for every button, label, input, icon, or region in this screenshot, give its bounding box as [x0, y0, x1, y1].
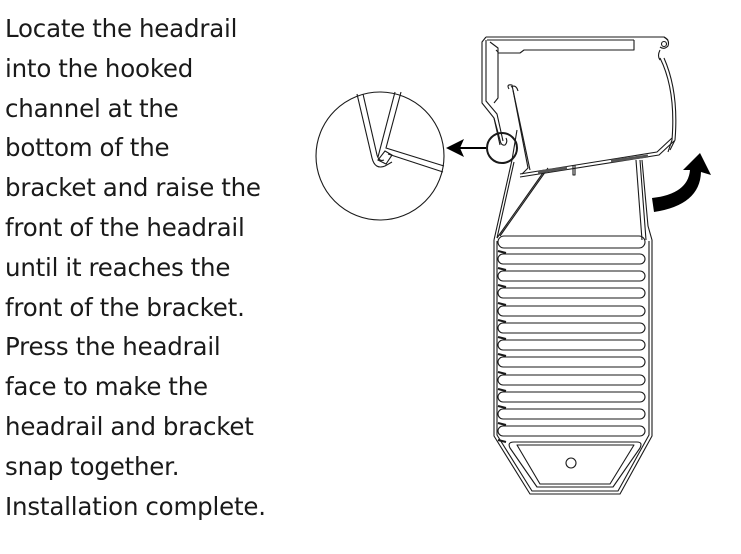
- instruction-line: Installation complete.: [5, 491, 266, 521]
- rotation-arrow-icon: [652, 153, 711, 212]
- instruction-line: into the hooked: [5, 53, 194, 83]
- instruction-line: headrail and bracket: [5, 411, 254, 441]
- instruction-line: Locate the headrail: [5, 14, 238, 43]
- instruction-line: front of the headrail: [5, 212, 245, 242]
- instruction-line: snap together.: [5, 451, 180, 481]
- mounting-hole: [565, 457, 577, 469]
- instruction-line: face to make the: [5, 372, 208, 402]
- installation-instructions: Locate the headrail into the hooked chan…: [5, 9, 305, 526]
- detail-magnified-circle: [315, 91, 445, 221]
- instruction-line: channel at the: [5, 93, 179, 123]
- detail-magnifier: [315, 91, 518, 221]
- detail-source-circle: [486, 132, 518, 164]
- instruction-line: front of the bracket.: [5, 292, 245, 322]
- bracket-slots: [497, 235, 646, 437]
- headrail: [481, 36, 677, 178]
- bracket: [493, 129, 653, 495]
- detail-pointer-arrowhead: [446, 139, 464, 157]
- instruction-line: Press the headrail: [5, 332, 221, 362]
- instruction-line: bottom of the: [5, 133, 170, 163]
- instruction-line: until it reaches the: [5, 252, 231, 282]
- instruction-line: bracket and raise the: [5, 173, 261, 203]
